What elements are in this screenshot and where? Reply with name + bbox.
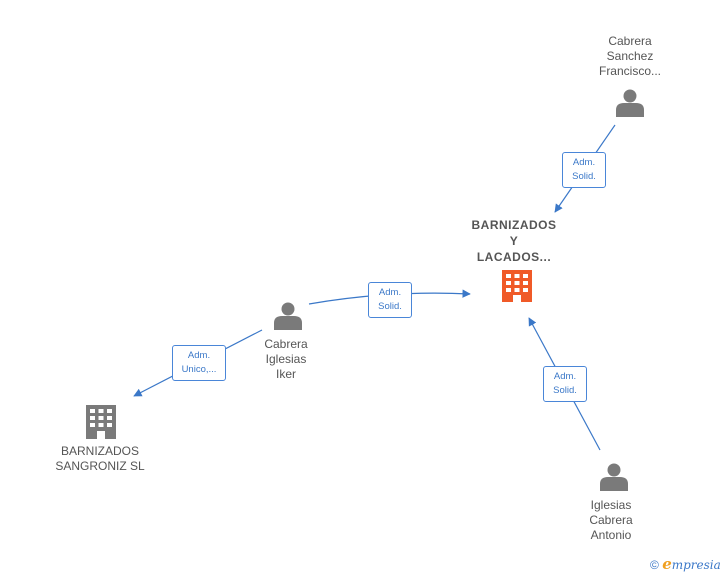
copyright-symbol: © [650, 558, 659, 572]
building-icon[interactable] [86, 405, 116, 439]
building-icon[interactable] [502, 270, 532, 302]
badge-line: Solid. [553, 385, 577, 396]
brand-footer[interactable]: © empresia [650, 555, 721, 573]
badge-line: Solid. [378, 301, 402, 312]
badge-line: Solid. [572, 171, 596, 182]
badge-line: Adm. [378, 287, 402, 298]
label-line: Iker [275, 367, 296, 381]
label-line: Y [509, 234, 519, 248]
label-line: Cabrera [608, 34, 652, 48]
badge-line: Adm. [572, 157, 596, 168]
person-icon[interactable] [616, 89, 644, 118]
brand-logo-e: e [662, 555, 672, 573]
person-icon[interactable] [600, 463, 628, 492]
badge-line: Adm. [187, 350, 211, 361]
label-line: Iglesias [590, 498, 632, 512]
label-line: Cabrera [264, 337, 308, 351]
label-line: BARNIZADOS [471, 218, 557, 232]
role-badge-iker-sangroniz[interactable]: Adm. Unico,... [172, 345, 226, 381]
main-company-label[interactable]: BARNIZADOS Y LACADOS... [454, 217, 574, 265]
label-line: Sanchez [606, 49, 654, 63]
role-badge-iker-main[interactable]: Adm. Solid. [368, 282, 412, 318]
person-label-antonio[interactable]: Iglesias Cabrera Antonio [551, 498, 671, 543]
company-label-sangroniz[interactable]: BARNIZADOS SANGRONIZ SL [40, 444, 160, 474]
brand-logo-text: mpresia [671, 558, 721, 572]
label-line: SANGRONIZ SL [55, 459, 145, 473]
label-line: Cabrera [589, 513, 633, 527]
role-badge-francisco[interactable]: Adm. Solid. [562, 152, 606, 188]
role-badge-antonio[interactable]: Adm. Solid. [543, 366, 587, 402]
label-line: Iglesias [265, 352, 307, 366]
person-label-iker[interactable]: Cabrera Iglesias Iker [226, 337, 346, 382]
label-line: Francisco... [598, 64, 661, 78]
label-line: Antonio [590, 528, 632, 542]
badge-line: Unico,... [181, 364, 217, 375]
label-line: LACADOS... [476, 250, 552, 264]
person-icon[interactable] [274, 302, 302, 331]
person-label-francisco[interactable]: Cabrera Sanchez Francisco... [570, 34, 690, 79]
label-line: BARNIZADOS [60, 444, 139, 458]
badge-line: Adm. [553, 371, 577, 382]
